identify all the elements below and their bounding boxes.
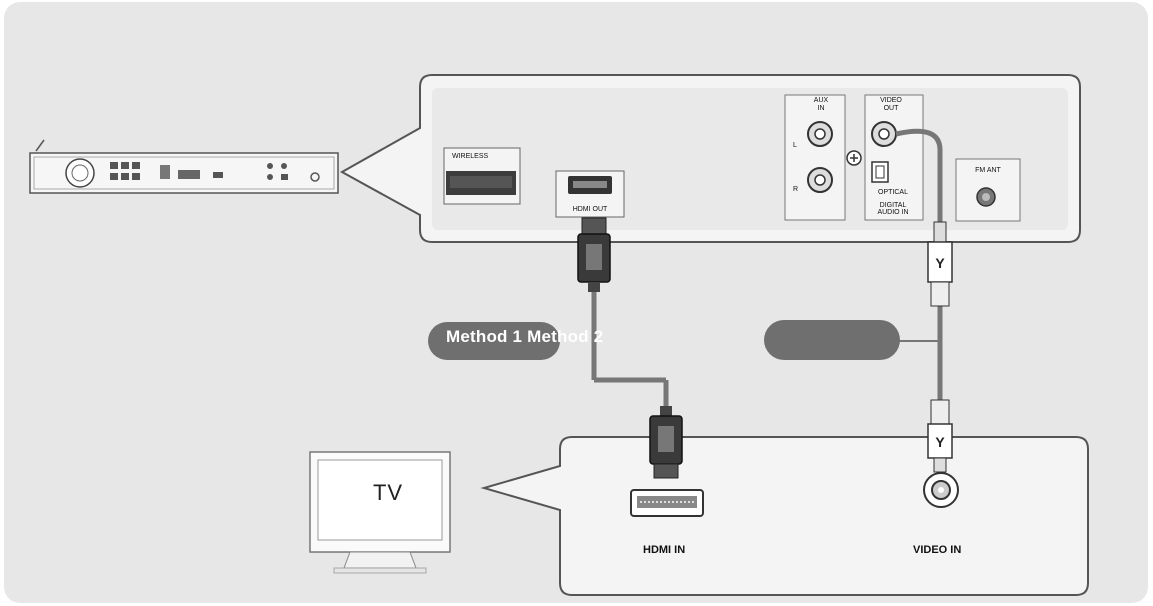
aux-left-mark: L [793, 142, 797, 149]
hdmi-cable [577, 217, 683, 479]
method-1-label: Method 1 [446, 327, 523, 346]
digital-audio-in-line1: DIGITAL [879, 202, 907, 209]
aux-in-block [784, 94, 846, 221]
hdmi-out-port [555, 170, 625, 218]
method-2-label: Method 2 [527, 327, 604, 346]
aux-right-mark: R [793, 186, 799, 193]
composite-video-cable: Y Y [895, 128, 953, 473]
aux-in-label-line2: IN [817, 105, 825, 112]
svg-text:Y: Y [935, 255, 945, 271]
video-in-label: VIDEO IN [913, 544, 962, 556]
fm-antenna-port [955, 158, 1021, 222]
video-in-port [923, 472, 959, 508]
tv-device [309, 451, 451, 574]
method-2-pill [764, 320, 900, 360]
wireless-label: WIRELESS [452, 153, 489, 160]
aux-in-label-line1: AUX [813, 97, 829, 104]
digital-audio-in-line2: AUDIO IN [877, 209, 909, 216]
hdmi-out-label: HDMI OUT [572, 206, 608, 213]
tv-label: TV [372, 480, 404, 505]
video-out-block [864, 94, 924, 221]
home-theater-unit [29, 139, 339, 194]
video-out-label-line1: VIDEO [880, 97, 902, 104]
plus-icon [846, 150, 862, 166]
video-out-label-line2: OUT [883, 105, 899, 112]
method-1-pill [428, 322, 560, 360]
method-labels: Method 1 Method 2 [446, 327, 603, 347]
svg-text:Y: Y [935, 434, 945, 450]
fm-ant-label: FM ANT [975, 167, 1001, 174]
hdmi-in-label: HDMI IN [643, 544, 686, 556]
tv-callout [480, 436, 1089, 596]
hdmi-in-port [630, 489, 704, 517]
optical-label: OPTICAL [878, 189, 908, 196]
wireless-port [443, 147, 521, 205]
